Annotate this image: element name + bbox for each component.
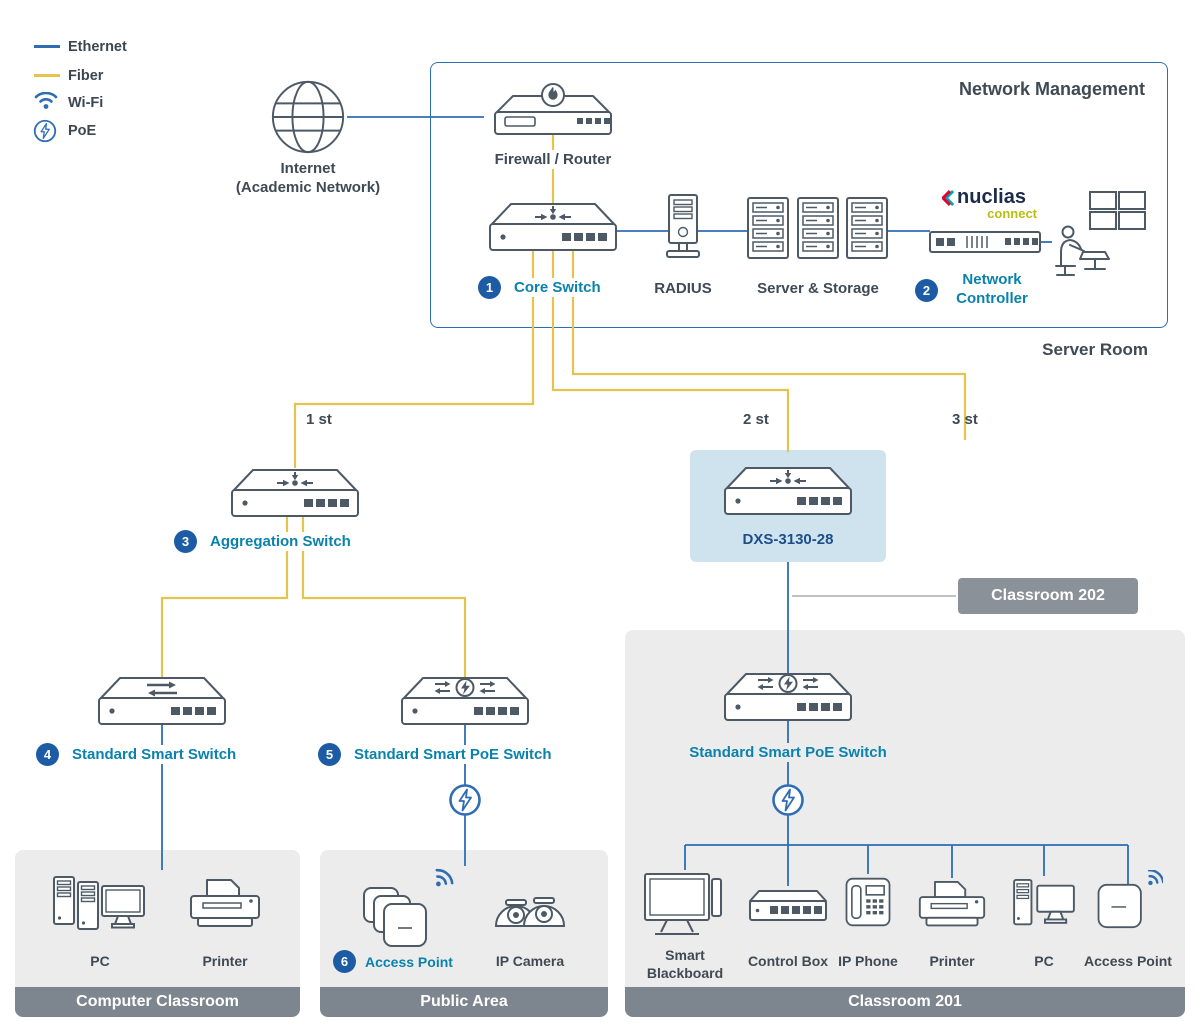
legend-wifi-label: Wi-Fi	[68, 95, 104, 111]
printer-label: Printer	[202, 953, 248, 969]
control-box-label: Control Box	[747, 953, 829, 969]
wifi-icon	[427, 868, 457, 894]
number-badge-1: 1	[478, 276, 501, 299]
legend-poe-label: PoE	[68, 123, 97, 139]
printer-icon-classroom	[914, 880, 990, 933]
core-switch-label: Core Switch	[510, 278, 605, 297]
legend-fiber-swatch	[34, 74, 60, 77]
pc-label-classroom: PC	[1034, 953, 1054, 969]
ip-camera-icon	[494, 897, 566, 927]
printer-icon	[185, 878, 265, 934]
aggregation-switch-icon	[220, 466, 370, 522]
pc-label: PC	[90, 953, 110, 969]
pc-cluster-icon	[53, 876, 145, 930]
classroom201-poe-switch-icon	[713, 670, 863, 726]
access-point-caption: 6 Access Point	[333, 950, 453, 973]
server-storage-icon	[747, 197, 888, 259]
printer-label-classroom: Printer	[929, 953, 975, 969]
internet-label: Internet (Academic Network)	[235, 160, 381, 196]
internet-globe-icon	[271, 80, 345, 154]
admin-workstation-icon	[1055, 191, 1146, 276]
standard-smart-switch-icon	[87, 674, 237, 730]
poe-icon	[33, 119, 57, 143]
public-area-footer: Public Area	[320, 987, 608, 1017]
network-controller-label: Network Controller	[956, 271, 1028, 307]
server-storage-label: Server & Storage	[757, 280, 879, 297]
standard-smart-switch-caption: 4 Standard Smart Switch	[36, 743, 241, 766]
network-management-title: Network Management	[958, 79, 1145, 99]
classroom201-poe-switch-label: Standard Smart PoE Switch	[663, 743, 913, 763]
number-badge-2: 2	[915, 279, 938, 302]
legend-fiber-label: Fiber	[68, 68, 104, 84]
smart-poe-switch-label: Standard Smart PoE Switch	[350, 745, 556, 764]
access-point-label: Access Point	[365, 953, 453, 970]
legend-ethernet-swatch	[34, 45, 60, 48]
radius-label: RADIUS	[654, 280, 712, 297]
server-room-label: Server Room	[1042, 340, 1148, 359]
smart-blackboard-icon	[644, 873, 722, 935]
number-badge-4: 4	[36, 743, 59, 766]
number-badge-5: 5	[318, 743, 341, 766]
ip-phone-label: IP Phone	[838, 953, 898, 969]
classroom-201-footer: Classroom 201	[625, 987, 1185, 1017]
access-point-label-classroom: Access Point	[1084, 953, 1172, 969]
classroom-201-panel	[625, 630, 1185, 987]
dxs-switch-icon	[713, 464, 863, 520]
poe-badge-public	[448, 783, 482, 817]
firewall-router-icon	[494, 83, 612, 135]
nuclias-chevron-icon	[942, 189, 955, 206]
smart-poe-switch-caption: 5 Standard Smart PoE Switch	[318, 743, 556, 766]
fiber-lines	[160, 134, 967, 678]
firewall-router-label: Firewall / Router	[453, 150, 653, 170]
number-badge-3: 3	[174, 530, 197, 553]
radius-server-icon	[666, 194, 700, 258]
dxs-model-label: DXS-3130-28	[742, 531, 834, 548]
ip-phone-icon	[845, 877, 891, 927]
core-switch-icon	[478, 200, 628, 256]
standard-smart-switch-label: Standard Smart Switch	[68, 745, 241, 764]
smart-blackboard-label: Smart Blackboard	[646, 947, 724, 981]
flame-icon	[548, 86, 558, 100]
network-management-box	[430, 62, 1168, 328]
access-point-icon-classroom	[1097, 870, 1163, 929]
riser-label-3st: 3 st	[952, 411, 978, 428]
nuclias-sub: connect	[987, 206, 1037, 221]
aggregation-switch-caption: 3 Aggregation Switch	[174, 530, 355, 553]
wifi-icon	[34, 92, 58, 111]
classroom-202-badge: Classroom 202	[958, 578, 1138, 614]
aggregation-switch-label: Aggregation Switch	[206, 532, 355, 551]
wifi-icon	[1140, 870, 1163, 892]
network-controller-icon	[929, 231, 1041, 253]
poe-badge-classroom201	[771, 783, 805, 817]
core-switch-caption: 1 Core Switch	[478, 276, 605, 299]
legend-ethernet-label: Ethernet	[68, 39, 127, 55]
pc-icon-classroom	[1013, 878, 1075, 926]
nuclias-brand: nuclias	[957, 186, 1026, 208]
riser-label-1st: 1 st	[306, 411, 332, 428]
nuclias-logo: nuclias connect	[925, 186, 1043, 221]
number-badge-6: 6	[333, 950, 356, 973]
smart-poe-switch-icon	[390, 674, 540, 730]
computer-classroom-footer: Computer Classroom	[15, 987, 300, 1017]
access-point-group-icon	[363, 868, 457, 947]
riser-label-2st: 2 st	[743, 411, 769, 428]
control-box-icon	[749, 890, 827, 921]
ip-camera-label: IP Camera	[495, 953, 565, 969]
